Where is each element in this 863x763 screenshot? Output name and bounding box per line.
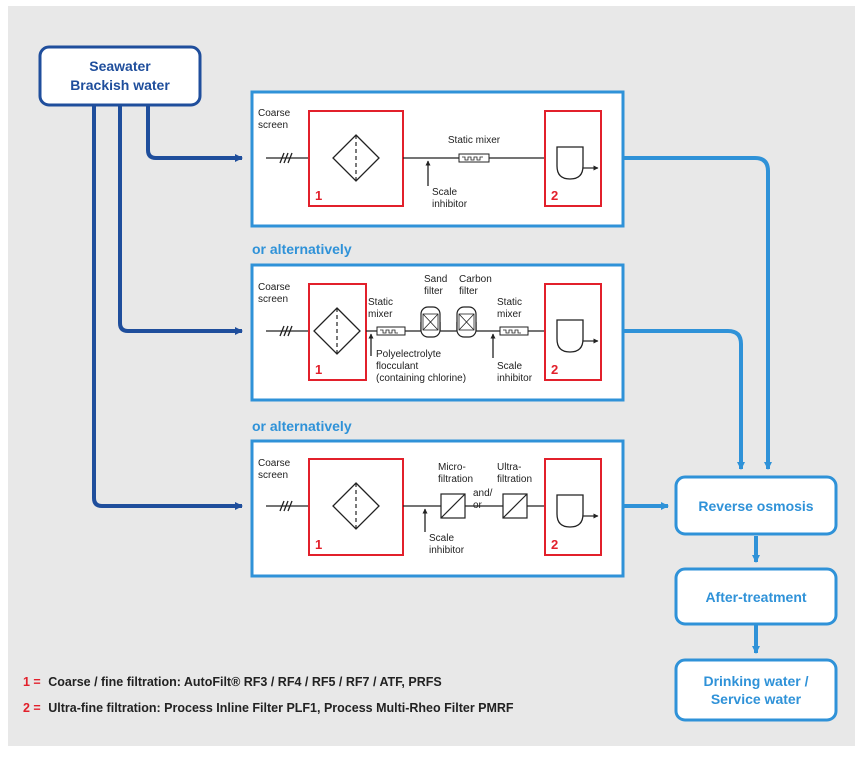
carbon-filter-icon [456,306,477,338]
alt-label-2: or alternatively [252,418,352,434]
stage1-number: 1 [315,188,322,203]
row2-scale-label-2: inhibitor [497,373,533,384]
supply-line-row2 [118,105,243,335]
legend-text-1: Coarse / fine filtration: AutoFilt® RF3 … [48,675,442,689]
stage2-box [544,283,602,381]
row2-static-mixer1-label-2: mixer [368,309,393,320]
micro-label-2: filtration [438,474,473,485]
output-lines [623,156,772,654]
row1-scale-label-1: Scale [432,187,457,198]
legend-item-2: 2 = Ultra-fine filtration: Process Inlin… [23,701,514,715]
coarse-screen-icon [266,325,309,337]
fine-filter-icon [556,319,599,353]
supply-line-row3 [92,105,243,510]
process-row-2: Coarse screen 1 Static mixer Sand filter [250,263,625,402]
stage1-box [308,458,404,556]
alt-label-1: or alternatively [252,241,352,257]
process-row-3: Coarse screen 1 Scale inhibitor Micro- f… [250,439,625,578]
reverse-osmosis-label: Reverse osmosis [698,498,813,514]
stage2-box [544,458,602,556]
andor-label-2: or [473,500,483,511]
legend-item-1: 1 = Coarse / fine filtration: AutoFilt® … [23,675,442,689]
row3-coarse-label-1: Coarse [258,458,291,469]
stage1-number: 1 [315,537,322,552]
after-treatment-label: After-treatment [705,589,806,605]
row2-coarse-label-2: screen [258,294,288,305]
fine-filter-icon [556,494,599,528]
carbon-filter-label-1: Carbon [459,274,492,285]
coarse-screen-icon [266,152,309,164]
sand-filter-label-2: filter [424,286,444,297]
row1-scale-label-2: inhibitor [432,199,468,210]
source-label-line2: Brackish water [70,77,170,93]
row3-scale-label-1: Scale [429,533,454,544]
row2-static-mixer2-label-2: mixer [497,309,522,320]
after-treatment-box: After-treatment [674,567,838,626]
output-line-row1 [623,156,772,470]
stage2-number: 2 [551,362,558,377]
micro-label-1: Micro- [438,462,466,473]
sand-filter-icon [420,306,441,338]
legend: 1 = Coarse / fine filtration: AutoFilt® … [23,675,514,715]
row2-coarse-label-1: Coarse [258,282,291,293]
source-label-line1: Seawater [89,58,151,74]
process-row-1: Coarse screen 1 Scale inhibitor Static m… [250,90,625,228]
drinking-water-label-2: Service water [711,691,802,707]
legend-num-1: 1 = [23,675,41,689]
legend-num-2: 2 = [23,701,41,715]
supply-line-row1 [146,105,243,162]
stage2-number: 2 [551,537,558,552]
ultra-label-1: Ultra- [497,462,521,473]
row2-scale-label-1: Scale [497,361,522,372]
polyelectrolyte-label-2: flocculant [376,361,418,372]
drinking-water-box: Drinking water / Service water [674,658,838,722]
filter-diamond-icon [332,482,380,530]
static-mixer-icon [376,326,406,336]
row1-coarse-label-1: Coarse [258,108,291,119]
row1-static-mixer-label: Static mixer [448,135,501,146]
stage1-box [308,283,367,381]
row3-scale-label-2: inhibitor [429,545,465,556]
ultra-label-2: filtration [497,474,532,485]
row3-coarse-label-2: screen [258,470,288,481]
static-mixer-icon [458,153,490,163]
carbon-filter-label-2: filter [459,286,479,297]
supply-lines [92,105,243,510]
polyelectrolyte-label-3: (containing chlorine) [376,373,466,384]
row1-coarse-label-2: screen [258,120,288,131]
row2-static-mixer2-label-1: Static [497,297,522,308]
fine-filter-icon [556,146,599,180]
drinking-water-label-1: Drinking water / [703,673,808,689]
stage1-number: 1 [315,362,322,377]
static-mixer-icon [499,326,529,336]
polyelectrolyte-label-1: Polyelectrolyte [376,349,441,360]
output-line-row2 [623,329,745,470]
andor-label-1: and/ [473,488,493,499]
reverse-osmosis-box: Reverse osmosis [674,475,838,536]
microfiltration-icon [440,493,466,519]
filter-diamond-icon [313,307,361,355]
sand-filter-label-1: Sand [424,274,447,285]
source-box: Seawater Brackish water [38,45,202,107]
legend-text-2: Ultra-fine filtration: Process Inline Fi… [48,701,514,715]
filter-diamond-icon [332,134,380,182]
ultrafiltration-icon [502,493,528,519]
coarse-screen-icon [266,500,309,512]
stage2-box [544,110,602,207]
stage2-number: 2 [551,188,558,203]
row2-static-mixer1-label-1: Static [368,297,393,308]
